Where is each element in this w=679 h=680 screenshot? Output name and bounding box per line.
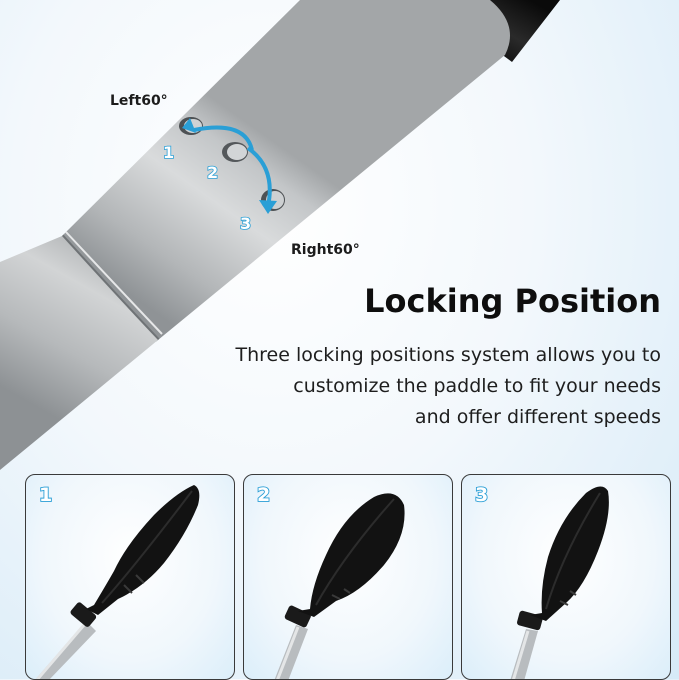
description: Three locking positions system allows yo… xyxy=(181,340,662,433)
rotation-arrow-head-left xyxy=(182,118,196,133)
paddle-blade-image-1 xyxy=(35,485,200,679)
position-2-marker: 2 xyxy=(206,162,219,183)
position-panel-2: 2 xyxy=(243,474,453,680)
panel-2-number: 2 xyxy=(256,483,271,507)
rotation-arrow-head-right xyxy=(259,200,277,214)
paddle-blade-image-3 xyxy=(510,486,609,679)
right-60-label: Right60° xyxy=(291,242,360,258)
panel-1-number: 1 xyxy=(38,483,53,507)
rotation-arrow-lower xyxy=(246,146,272,207)
panel-3-number: 3 xyxy=(474,483,489,507)
rotation-arrow xyxy=(193,125,254,151)
left-60-label: Left60° xyxy=(110,93,168,109)
position-panel-3: 3 xyxy=(461,474,671,680)
position-1-marker: 1 xyxy=(162,142,175,163)
position-3-marker: 3 xyxy=(239,213,252,234)
position-panel-1: 1 xyxy=(25,474,235,680)
headline: Locking Position xyxy=(364,282,661,320)
description-line: customize the paddle to fit your needs xyxy=(293,375,661,397)
description-line: Three locking positions system allows yo… xyxy=(235,344,662,366)
paddle-blade-image-2 xyxy=(274,493,405,679)
description-line: and offer different speeds xyxy=(414,406,661,428)
